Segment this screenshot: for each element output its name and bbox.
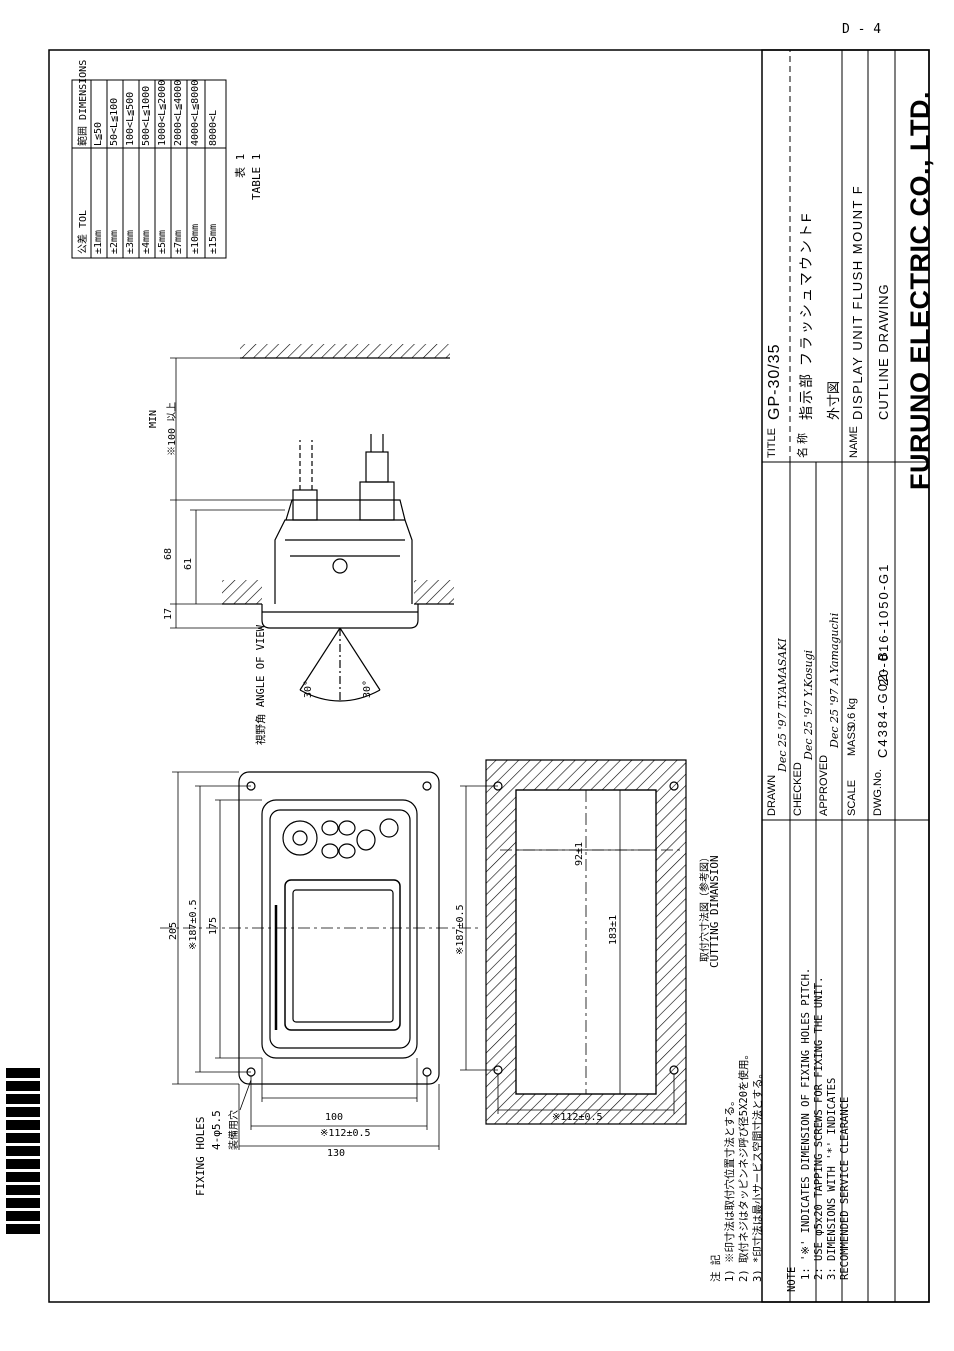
table-row-dim: 100<L≦500: [125, 91, 136, 146]
front-view-dim-lines: [160, 771, 480, 1150]
dim-187: ※187±0.5: [188, 899, 199, 950]
table-row-dim: 50<L≦100: [109, 97, 120, 146]
dim-130: 130: [327, 1148, 346, 1159]
name-label: NAME: [848, 426, 860, 458]
side-view: [222, 344, 454, 702]
table-header-tol: 公差 TOL: [78, 209, 89, 254]
table-row-tol: ±7mm: [173, 229, 184, 254]
cut-dim-183: 183±1: [608, 914, 619, 945]
table-row-dim: L≦50: [93, 121, 104, 146]
side-view-dim-lines: [170, 357, 292, 629]
cut-dim-92: 92±1: [574, 841, 585, 866]
title-label: TITLE: [766, 428, 778, 458]
table-header-dimensions: 範囲 DIMENSIONS: [78, 59, 89, 146]
name-jp-1: 指示部 フラッシュマウントF: [798, 211, 814, 420]
dim-68: 68: [163, 547, 174, 560]
cut-dim-112: ※112±0.5: [552, 1112, 603, 1123]
page-number: D - 4: [842, 22, 882, 37]
notes-jp-line: 1) ※印寸法は取付穴位置寸法とする。: [724, 1095, 736, 1282]
fixing-holes-spec: 4-φ5.5: [210, 1110, 223, 1150]
name-en-2: CUTLINE DRAWING: [876, 283, 891, 420]
name-jp-label: 名 称: [797, 432, 809, 458]
title-block-frame: [761, 49, 930, 1303]
dim-min-100: ※100 以上: [167, 401, 178, 456]
table-row-tol: ±10mm: [190, 223, 201, 254]
cutout-dim-lines: [460, 785, 680, 1114]
dim-min-label: MIN: [148, 409, 159, 428]
table-row-tol: ±4mm: [141, 229, 152, 254]
angle-of-view-label: 視野角 ANGLE OF VIEW: [255, 624, 267, 745]
angle-a: 30°: [303, 679, 314, 698]
table-caption-en: TABLE 1: [250, 153, 263, 200]
table-row-tol: ±3mm: [125, 229, 136, 254]
notes-jp-line: 2) 取付ネジはタッピンネジ呼び径5X20を使用。: [738, 1048, 750, 1282]
table-row-tol: ±15mm: [208, 223, 219, 254]
table-row-dim: 4000<L≦8000: [190, 79, 201, 146]
notes-en-line: 2: USE φ5x20 TAPPING SCREWS FOR FIXING T…: [813, 976, 825, 1280]
angle-b: 30°: [362, 679, 373, 698]
cutout-label-en: CUTTING DIMANSION: [708, 855, 721, 968]
notes-en-line: 3: DIMENSIONS WITH '*' INDICATES: [826, 1077, 838, 1280]
name-en-1: DISPLAY UNIT FLUSH MOUNT F: [850, 184, 865, 420]
fixing-holes-label: FIXING HOLES: [194, 1116, 207, 1196]
dim-175: 175: [208, 916, 219, 935]
notes-en-line: 1: '※' INDICATES DIMENSION OF FIXING HOL…: [800, 967, 812, 1280]
cut-dim-187: ※187±0.5: [455, 904, 466, 955]
table-row-dim: 8000<L: [208, 109, 219, 146]
mass-label: MASS: [846, 724, 858, 756]
notes-jp-title: 注 記: [710, 1254, 722, 1282]
dim-112: ※112±0.5: [320, 1128, 371, 1139]
checked-label: CHECKED: [792, 762, 804, 816]
notes-en-line: RECOMMENDED SERVICE CLEARANCE: [839, 1096, 851, 1280]
dim-100: 100: [325, 1112, 344, 1123]
table-row-tol: ±5mm: [157, 229, 168, 254]
fixing-holes-jp: 装備用穴: [229, 1110, 240, 1150]
table-row-dim: 1000<L≦2000: [157, 79, 168, 146]
notes-en-title: NOTE: [786, 1266, 798, 1292]
drawn-value: Dec 25 '97 T.YAMASAKI: [776, 638, 789, 772]
drawn-label: DRAWN: [766, 774, 778, 816]
table-row-tol: ±1mm: [93, 229, 104, 254]
tolerance-table-frame: [71, 79, 227, 259]
table-caption-jp: 表 1: [234, 153, 247, 178]
dim-61: 61: [183, 557, 194, 570]
checked-value: Dec 25 '97 Y.Kosugi: [802, 649, 815, 760]
doc-number: 20-016-1050-G1: [876, 562, 891, 686]
mass-value: 0.6 kg: [846, 698, 858, 728]
title-value: GP-30/35: [766, 343, 783, 420]
name-jp-2: 外寸図: [826, 380, 841, 420]
company-name: FURUNO ELECTRIC CO., LTD.: [905, 91, 935, 490]
scale-label: SCALE: [846, 779, 858, 816]
notes-jp-line: 3) *印寸法は最小サービス空間寸法とする。: [752, 1068, 764, 1282]
dim-205: 205: [168, 921, 179, 940]
dwg-label: DWG.No.: [872, 768, 884, 816]
approved-value: Dec 25 '97 A.Yamaguchi: [828, 612, 841, 748]
table-row-dim: 500<L≦1000: [141, 85, 152, 146]
table-row-dim: 2000<L≦4000: [173, 79, 184, 146]
furuno-logo: [6, 1068, 40, 1236]
approved-label: APPROVED: [818, 754, 830, 816]
table-row-tol: ±2mm: [109, 229, 120, 254]
dim-17: 17: [163, 607, 174, 620]
